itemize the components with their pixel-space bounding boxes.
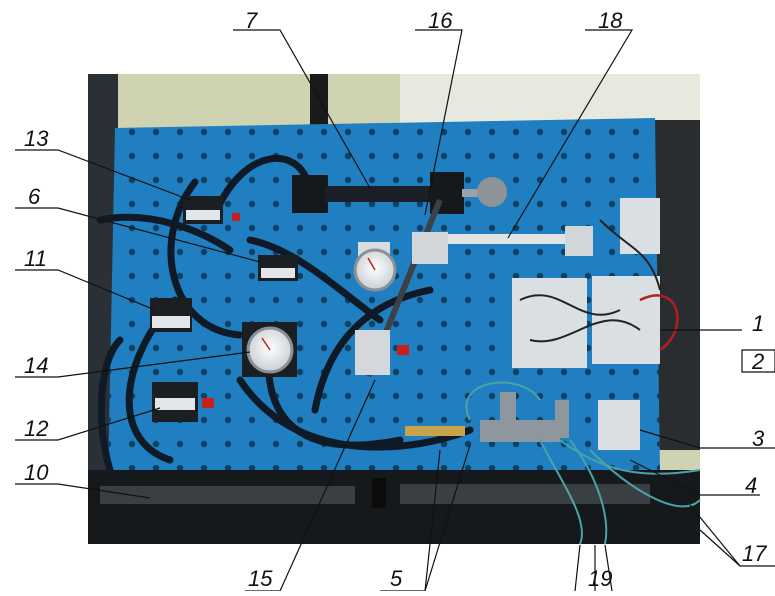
- sensor-cables: [465, 381, 701, 545]
- electrical-panels: [512, 198, 660, 450]
- base-frame: [88, 470, 700, 544]
- panel-wires: [519, 219, 661, 343]
- callout-10: 10: [24, 460, 49, 485]
- callout-19: 19: [588, 566, 613, 591]
- leader-lines: [15, 29, 775, 592]
- pressure-gauge-left: [242, 322, 297, 377]
- callout-4: 4: [745, 473, 758, 498]
- grating-right: [400, 484, 650, 504]
- callout-3: 3: [752, 426, 765, 451]
- callout-11: 11: [24, 246, 47, 271]
- callout-15: 15: [248, 566, 273, 591]
- red-wire: [639, 294, 679, 352]
- hydraulic-cylinder: [292, 172, 507, 214]
- pressure-gauge-upper: [353, 242, 397, 292]
- manifold: [405, 392, 569, 442]
- frame-post: [310, 74, 328, 134]
- base-post: [372, 478, 386, 508]
- callout-18: 18: [598, 8, 623, 33]
- callout-1: 1: [752, 311, 765, 336]
- callout-6: 6: [28, 184, 41, 209]
- valve-blocks: [150, 196, 409, 422]
- callout-13: 13: [24, 126, 49, 151]
- linear-sensor: [412, 226, 593, 264]
- callout-16: 16: [428, 8, 453, 33]
- callout-17: 17: [742, 541, 767, 566]
- callout-12: 12: [24, 416, 49, 441]
- callout-14: 14: [24, 353, 49, 378]
- callout-2: 2: [752, 349, 765, 374]
- grating-left: [100, 486, 355, 504]
- callout-7: 7: [245, 8, 258, 33]
- callout-5: 5: [390, 566, 403, 591]
